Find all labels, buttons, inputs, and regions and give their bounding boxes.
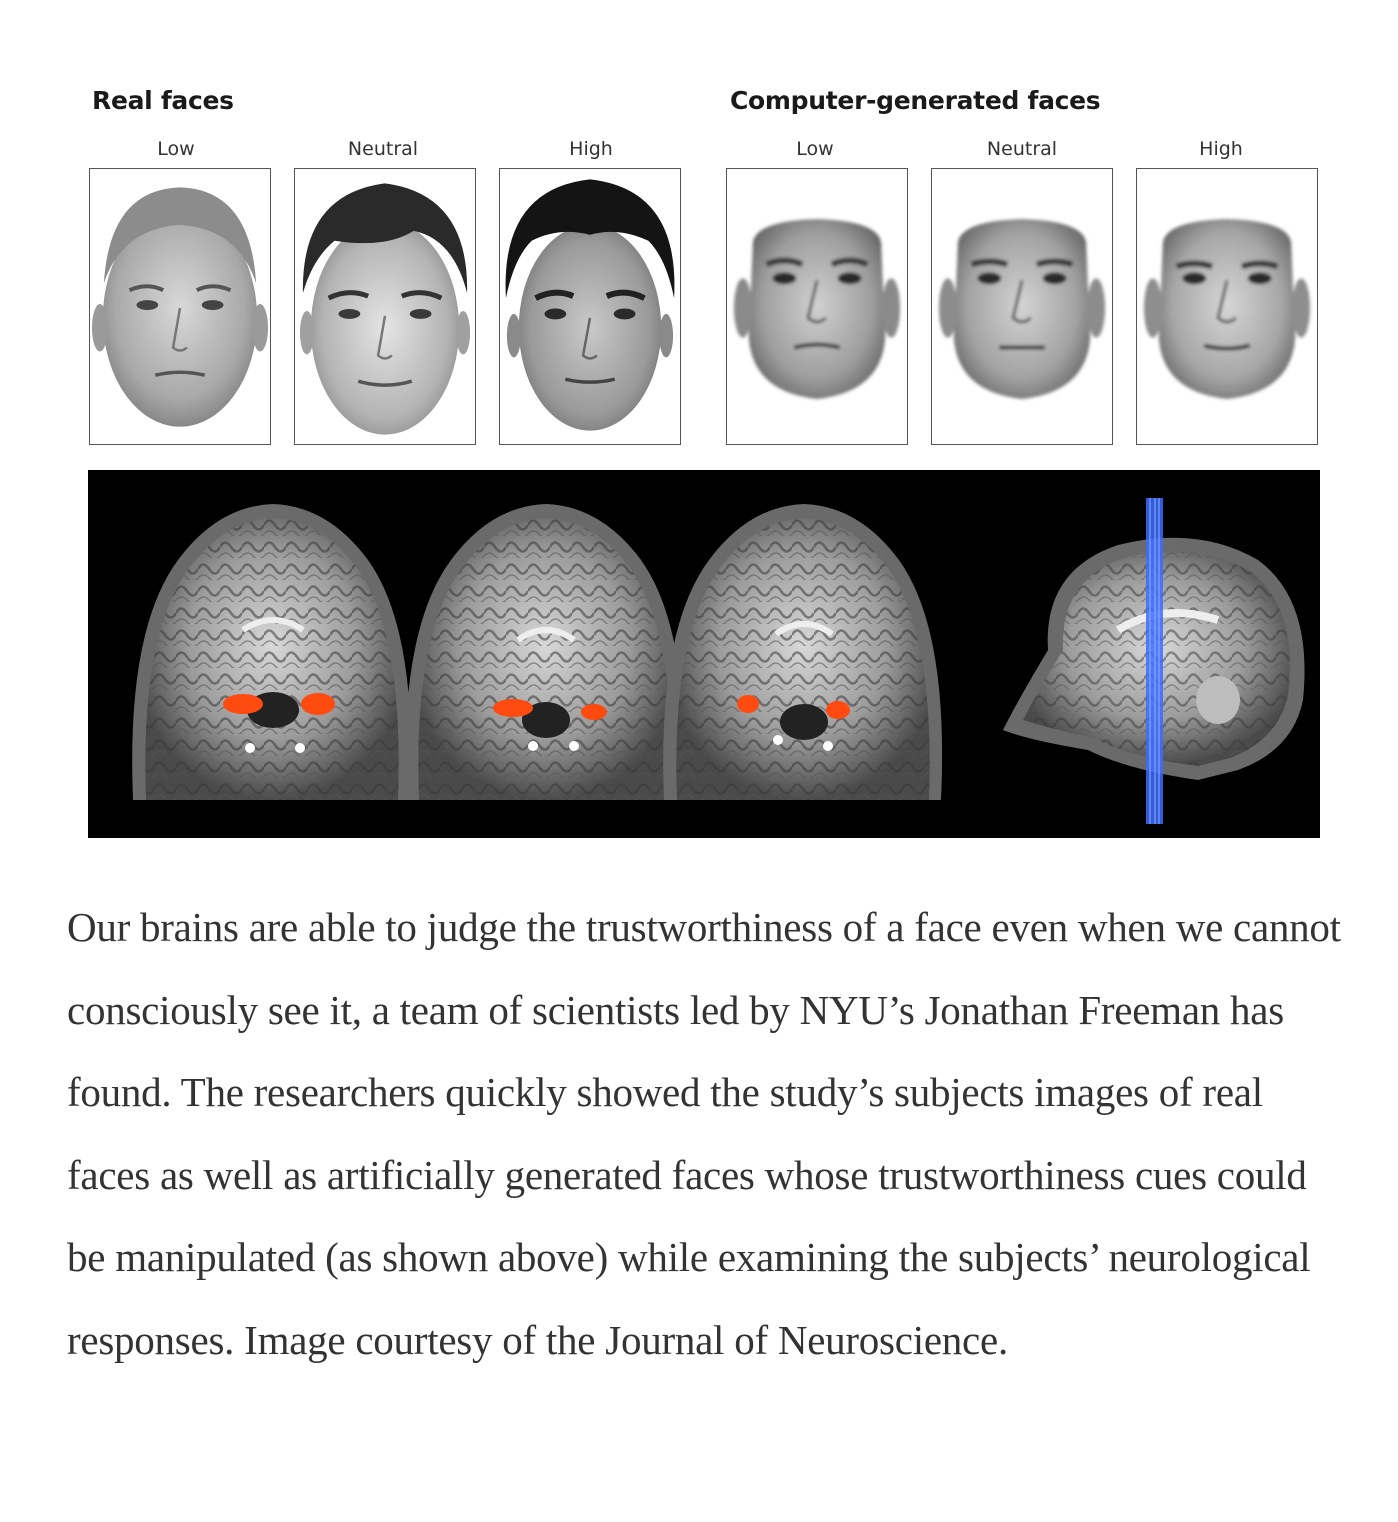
study-figure: Real faces Computer-generated faces Low … [88,86,1320,838]
cg-face-high-image [1136,168,1318,445]
real-face-low-graphic [91,187,269,427]
real-face-low-label: Low [157,138,195,160]
coronal-slice-3 [663,504,943,800]
coronal-slice-1 [132,504,412,800]
real-face-neutral-label: Neutral [347,138,419,160]
cg-face-neutral-graphic [938,218,1106,399]
image-caption: Our brains are able to judge the trustwo… [67,904,1341,1363]
cg-face-high-graphic [1143,218,1311,399]
sagittal-slice [1003,498,1305,824]
activation-left-1 [223,694,263,714]
cg-face-high-label: High [1199,138,1243,160]
activation-left-3 [737,695,759,713]
activation-right-1 [301,693,335,715]
real-face-low-image [89,168,271,445]
cg-face-low-label: Low [796,138,834,160]
mri-brain-scans [88,470,1320,838]
cg-face-neutral-label: Neutral [986,138,1058,160]
real-face-neutral-graphic [299,183,471,435]
cg-face-low-image [726,168,908,445]
computer-generated-faces-title: Computer-generated faces [730,86,1101,115]
real-face-high-label: High [569,138,613,160]
real-face-neutral-image [294,168,476,445]
coronal-slice-2 [405,504,685,800]
real-face-high-graphic [505,179,675,431]
activation-left-2 [493,699,533,717]
cg-face-neutral-image [931,168,1113,445]
activation-right-2 [581,704,607,720]
real-faces-title: Real faces [92,86,234,115]
activation-right-3 [826,701,850,719]
cg-face-low-graphic [733,218,901,399]
mri-scans-graphic [132,498,1305,824]
real-face-high-image [499,168,681,445]
